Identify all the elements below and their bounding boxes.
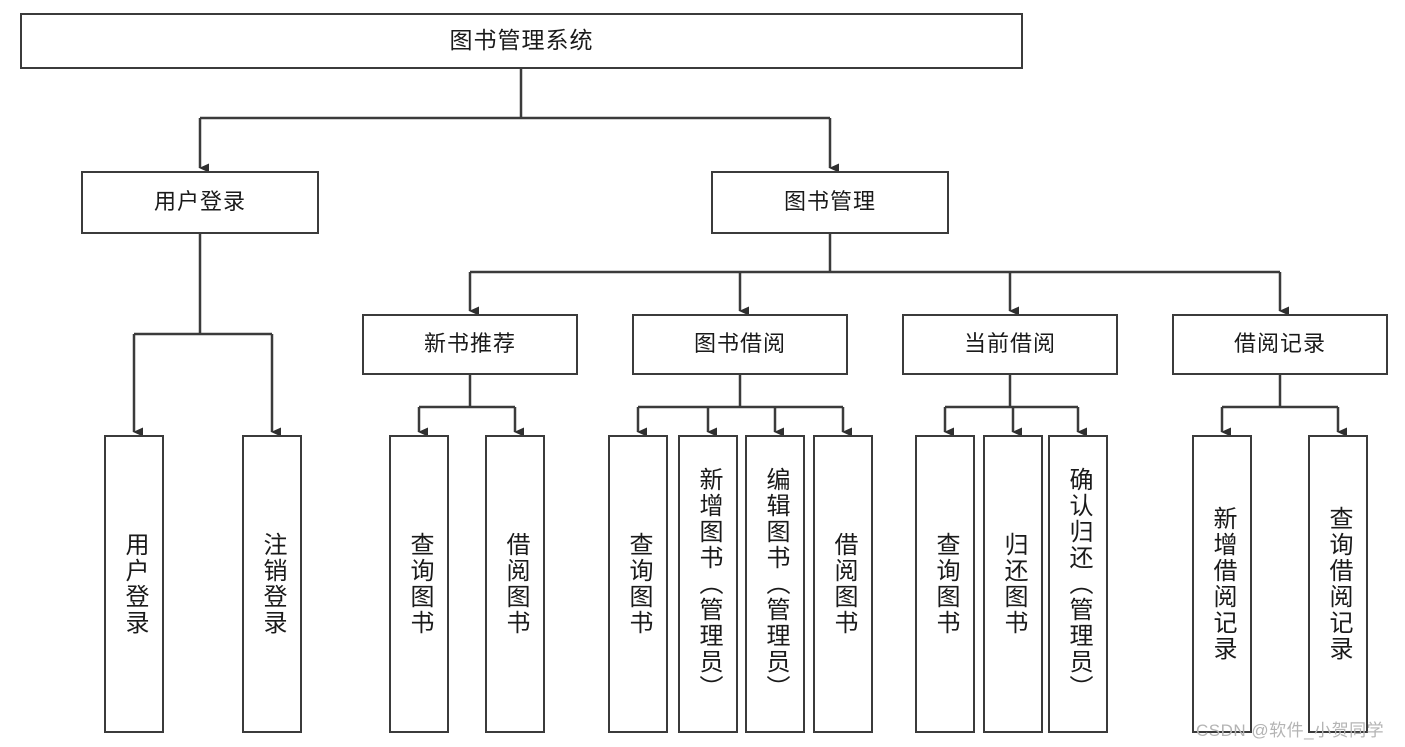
node-root[interactable]: 图书管理系统 <box>20 13 1023 69</box>
node-leaf-query-book-1[interactable]: 查询图书 <box>389 435 449 733</box>
node-label: 新增图书（管理员） <box>694 467 722 701</box>
node-book-borrow[interactable]: 图书借阅 <box>632 314 848 375</box>
csdn-watermark: CSDN @软件_小贺同学 <box>1196 721 1385 740</box>
node-label: 用户登录 <box>153 189 246 215</box>
node-leaf-borrow-book-1[interactable]: 借阅图书 <box>485 435 545 733</box>
node-leaf-add-book[interactable]: 新增图书（管理员） <box>678 435 738 733</box>
node-leaf-user-login[interactable]: 用户登录 <box>104 435 164 733</box>
node-user-login[interactable]: 用户登录 <box>81 171 319 234</box>
node-new-book-rec[interactable]: 新书推荐 <box>362 314 578 375</box>
node-leaf-query-record[interactable]: 查询借阅记录 <box>1308 435 1368 733</box>
node-book-manage[interactable]: 图书管理 <box>711 171 949 234</box>
node-label: 查询借阅记录 <box>1324 506 1352 662</box>
node-leaf-confirm-return[interactable]: 确认归还（管理员） <box>1048 435 1108 733</box>
node-label: 图书借阅 <box>693 331 786 357</box>
node-label: 借阅图书 <box>501 532 529 636</box>
node-label: 查询图书 <box>931 532 959 636</box>
node-label: 当前借阅 <box>963 331 1056 357</box>
node-label: 归还图书 <box>999 532 1027 636</box>
node-borrow-record[interactable]: 借阅记录 <box>1172 314 1388 375</box>
node-label: 图书管理 <box>783 189 876 215</box>
node-label: 查询图书 <box>405 532 433 636</box>
node-label: 确认归还（管理员） <box>1064 467 1092 701</box>
node-label: 注销登录 <box>258 532 286 636</box>
node-current-borrow[interactable]: 当前借阅 <box>902 314 1118 375</box>
node-leaf-query-book-3[interactable]: 查询图书 <box>915 435 975 733</box>
node-label: 查询图书 <box>624 532 652 636</box>
node-label: 新书推荐 <box>423 331 516 357</box>
node-leaf-logout[interactable]: 注销登录 <box>242 435 302 733</box>
node-label: 编辑图书（管理员） <box>761 467 789 701</box>
edge-paths <box>132 69 1347 437</box>
node-leaf-add-record[interactable]: 新增借阅记录 <box>1192 435 1252 733</box>
node-leaf-return-book[interactable]: 归还图书 <box>983 435 1043 733</box>
node-label: 用户登录 <box>120 532 148 636</box>
node-leaf-edit-book[interactable]: 编辑图书（管理员） <box>745 435 805 733</box>
node-label: 新增借阅记录 <box>1208 506 1236 662</box>
node-label: 借阅记录 <box>1233 331 1326 357</box>
node-label: 借阅图书 <box>829 532 857 636</box>
node-leaf-query-book-2[interactable]: 查询图书 <box>608 435 668 733</box>
node-label: 图书管理系统 <box>449 27 594 54</box>
node-leaf-borrow-book-2[interactable]: 借阅图书 <box>813 435 873 733</box>
